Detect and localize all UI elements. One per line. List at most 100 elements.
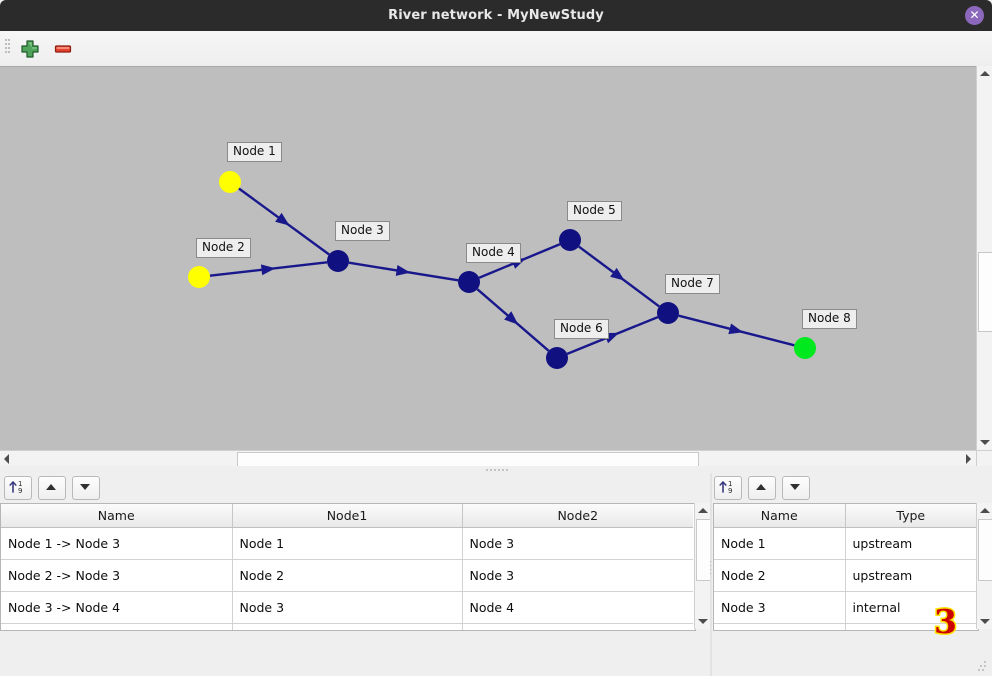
node-layer (188, 171, 816, 369)
graph-node-node-4[interactable] (458, 271, 480, 293)
graph-scroll-down-button[interactable] (977, 435, 992, 450)
graph-node-node-6[interactable] (546, 347, 568, 369)
splitter-grip (486, 469, 510, 471)
graph-node-label-node-1[interactable]: Node 1 (227, 142, 282, 162)
graph-node-label-node-3[interactable]: Node 3 (335, 221, 390, 241)
nodes-sort-button[interactable]: 1 9 (714, 476, 742, 500)
table-cell[interactable]: Node 4 (462, 592, 693, 624)
graph-vscroll-thumb[interactable] (978, 252, 992, 332)
table-cell[interactable]: upstream (845, 528, 976, 560)
table-cell[interactable]: Node 3 (462, 528, 693, 560)
table-cell[interactable]: Node 2 (714, 560, 845, 592)
nodes-move-up-button[interactable] (748, 476, 776, 500)
graph-node-node-3[interactable] (327, 250, 349, 272)
graph-node-node-1[interactable] (219, 171, 241, 193)
table-cell[interactable]: Node 2 -> Node 3 (1, 560, 232, 592)
table-cell[interactable]: Node 4 (714, 624, 845, 632)
horizontal-splitter[interactable] (0, 466, 992, 473)
table-cell[interactable]: Node 3 -> Node 4 (1, 592, 232, 624)
nodes-scroll-down-button[interactable] (977, 614, 992, 629)
arrow-up-icon (39, 477, 63, 497)
column-header-node2[interactable]: Node2 (462, 504, 693, 528)
chevron-up-icon (980, 508, 990, 513)
graph-vertical-scrollbar[interactable] (976, 66, 992, 450)
table-cell[interactable]: Node 3 (462, 560, 693, 592)
column-header-name[interactable]: Name (714, 504, 845, 528)
table-cell[interactable]: Node 3 (714, 592, 845, 624)
column-header-type[interactable]: Type (845, 504, 976, 528)
graph-node-node-8[interactable] (794, 337, 816, 359)
edges-table-row[interactable]: Node 3 -> Node 4Node 3Node 4 (1, 592, 693, 624)
edges-table-body: Node 1 -> Node 3Node 1Node 3Node 2 -> No… (1, 528, 693, 632)
table-cell[interactable]: Node 5 (462, 624, 693, 632)
edges-scroll-down-button[interactable] (695, 614, 710, 629)
minus-icon (52, 38, 74, 60)
edges-table-row[interactable]: Node 2 -> Node 3Node 2Node 3 (1, 560, 693, 592)
graph-node-label-node-6[interactable]: Node 6 (554, 319, 609, 339)
edges-pane: 1 9 NameNode1Node2 Node 1 -> Node 3Node … (0, 473, 710, 676)
graph-scroll-left-button[interactable] (0, 451, 15, 466)
nodes-move-down-button[interactable] (782, 476, 810, 500)
graph-node-node-2[interactable] (188, 266, 210, 288)
graph-node-label-node-2[interactable]: Node 2 (196, 238, 251, 258)
nodes-pane: 1 9 NameType Node 1upstreamNode 2upstrea… (712, 473, 992, 676)
svg-text:9: 9 (728, 487, 732, 495)
table-cell[interactable]: Node 4 (232, 624, 462, 632)
edges-move-up-button[interactable] (38, 476, 66, 500)
edge-arrowhead-icon (728, 323, 744, 337)
chevron-up-icon (980, 71, 990, 76)
title-bar: River network - MyNewStudy ✕ (0, 0, 992, 31)
edge-arrowhead-icon (261, 263, 276, 276)
chevron-down-icon (980, 619, 990, 624)
arrow-down-icon (783, 477, 807, 497)
toolbar-drag-handle[interactable] (5, 39, 10, 57)
edges-table[interactable]: NameNode1Node2 Node 1 -> Node 3Node 1Nod… (1, 504, 693, 631)
graph-horizontal-scrollbar[interactable] (0, 450, 976, 467)
graph-node-label-node-7[interactable]: Node 7 (665, 274, 720, 294)
window-title: River network - MyNewStudy (0, 0, 992, 31)
table-cell[interactable]: Node 1 (714, 528, 845, 560)
edges-scroll-up-button[interactable] (695, 503, 710, 518)
table-cell[interactable]: Node 3 (232, 592, 462, 624)
nodes-table-vertical-scrollbar[interactable] (976, 503, 992, 629)
nodes-vscroll-thumb[interactable] (978, 519, 992, 581)
nodes-scroll-up-button[interactable] (977, 503, 992, 518)
nodes-table-header-row: NameType (714, 504, 976, 528)
arrow-down-icon (73, 477, 97, 497)
table-cell[interactable]: Node 1 (232, 528, 462, 560)
edges-table-row[interactable]: Node 1 -> Node 3Node 1Node 3 (1, 528, 693, 560)
edges-sort-button[interactable]: 1 9 (4, 476, 32, 500)
svg-text:9: 9 (18, 487, 22, 495)
column-header-node1[interactable]: Node1 (232, 504, 462, 528)
delete-node-button[interactable] (52, 38, 74, 60)
edges-vscroll-thumb[interactable] (696, 519, 711, 581)
table-cell[interactable]: Node 4 -> Node 5 (1, 624, 232, 632)
plus-icon (19, 38, 41, 60)
column-header-name[interactable]: Name (1, 504, 232, 528)
graph-node-label-node-8[interactable]: Node 8 (802, 309, 857, 329)
table-cell[interactable]: Node 2 (232, 560, 462, 592)
edges-move-down-button[interactable] (72, 476, 100, 500)
graph-scroll-right-button[interactable] (961, 451, 976, 466)
graph-scroll-up-button[interactable] (977, 66, 992, 81)
edges-table-vertical-scrollbar[interactable] (694, 503, 711, 629)
resize-grip[interactable] (978, 661, 988, 671)
edges-table-header-row: NameNode1Node2 (1, 504, 693, 528)
nodes-table-row[interactable]: Node 2upstream (714, 560, 976, 592)
graph-node-node-5[interactable] (559, 229, 581, 251)
edges-table-row[interactable]: Node 4 -> Node 5Node 4Node 5 (1, 624, 693, 632)
graph-node-node-7[interactable] (657, 302, 679, 324)
table-cell[interactable]: Node 1 -> Node 3 (1, 528, 232, 560)
close-button[interactable]: ✕ (965, 6, 984, 25)
network-graph-canvas[interactable]: Node 1 Node 2 Node 3 Node 4 Node 5 Node 6 Node… (0, 66, 992, 467)
chevron-left-icon (4, 454, 9, 464)
nodes-table-row[interactable]: Node 1upstream (714, 528, 976, 560)
table-cell[interactable]: upstream (845, 560, 976, 592)
sort-icon: 1 9 (715, 477, 739, 497)
graph-node-label-node-4[interactable]: Node 4 (466, 243, 521, 263)
chevron-right-icon (966, 454, 971, 464)
graph-node-label-node-5[interactable]: Node 5 (567, 201, 622, 221)
add-node-button[interactable] (19, 38, 41, 60)
graph-hscroll-thumb[interactable] (237, 452, 699, 467)
